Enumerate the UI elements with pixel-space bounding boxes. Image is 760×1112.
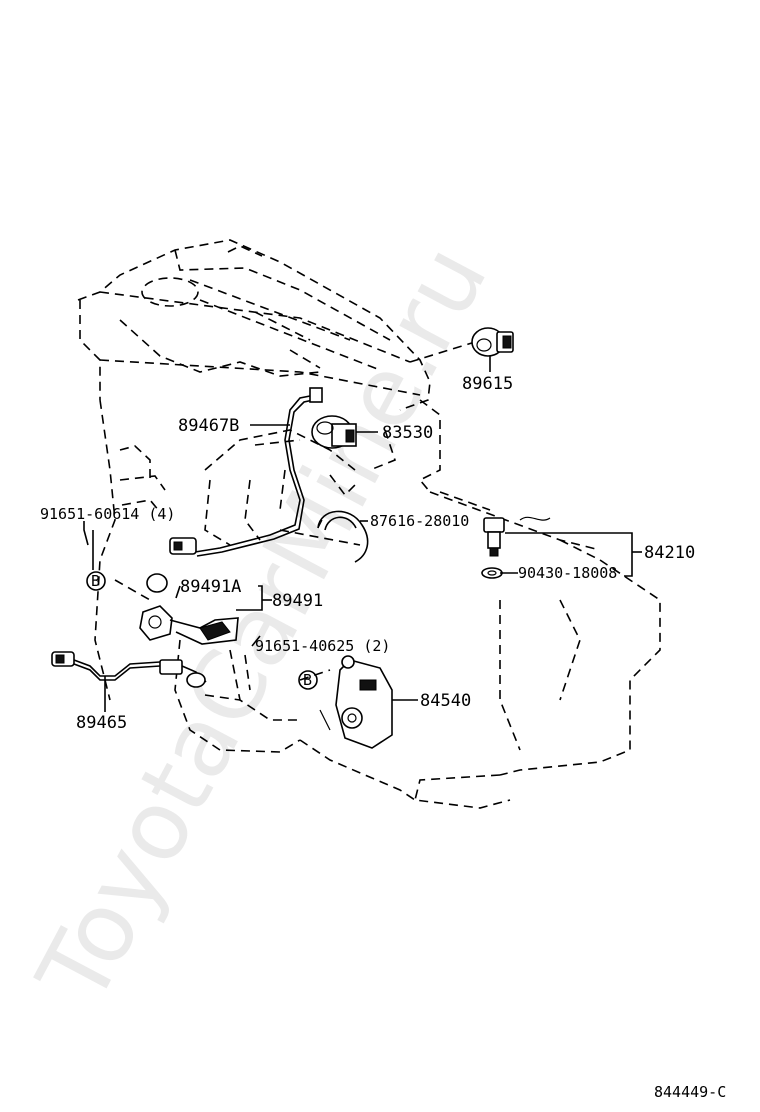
- callout-b-right: B: [298, 670, 318, 690]
- label-84210: 84210: [644, 543, 695, 563]
- sensor-84210: [483, 516, 551, 557]
- sensor-89491: [139, 605, 239, 645]
- label-91651-40625: 91651-40625 (2): [255, 637, 390, 655]
- sensor-89615: [471, 327, 514, 357]
- diagram-id: 844449-C: [654, 1083, 726, 1101]
- label-89615: 89615: [462, 374, 513, 394]
- label-90430-18008: 90430-18008: [518, 564, 617, 582]
- sensor-89465: [51, 651, 207, 688]
- svg-text:B: B: [91, 572, 100, 590]
- label-91651-60614: 91651-60614 (4): [40, 505, 175, 523]
- leader-lines: [83, 356, 642, 712]
- watermark: ToyotaCarMine.ru: [16, 228, 509, 1022]
- label-87616-28010: 87616-28010: [370, 512, 469, 530]
- callout-b-left: B: [86, 571, 106, 591]
- switch-83530: [311, 415, 357, 449]
- engine-outline: [77, 239, 661, 809]
- svg-text:B: B: [303, 671, 312, 689]
- label-89491: 89491: [272, 591, 323, 611]
- sensor-89467b: [169, 387, 323, 557]
- label-89491a: 89491A: [180, 577, 241, 597]
- label-89467b: 89467B: [178, 416, 239, 436]
- label-83530: 83530: [382, 423, 433, 443]
- label-89465: 89465: [76, 713, 127, 733]
- switch-84540: [319, 655, 393, 749]
- washer-90430: [481, 567, 503, 579]
- label-84540: 84540: [420, 691, 471, 711]
- clamp-87616: [317, 510, 369, 563]
- gasket-89491a: [146, 573, 168, 593]
